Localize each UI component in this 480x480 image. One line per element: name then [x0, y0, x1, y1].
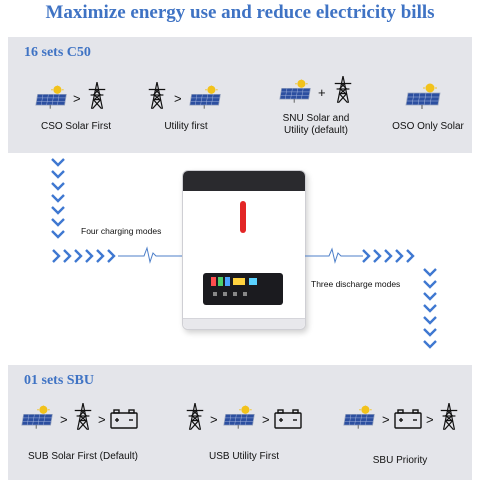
power-tower-icon [72, 402, 94, 430]
greater-than-symbol: > [98, 412, 106, 427]
mode-oso-only-solar: OSO Only Solar [392, 121, 464, 132]
power-tower-icon [86, 81, 108, 109]
battery-icon [394, 409, 422, 429]
inverter-display-screen [203, 273, 283, 305]
chevron-down-icon [423, 268, 437, 349]
battery-icon [274, 409, 302, 429]
power-tower-icon [332, 75, 354, 103]
mode-sub-solar-first: SUB Solar First (Default) [27, 451, 139, 462]
charging-signal-line [118, 246, 182, 264]
mode-usb-utility-first: USB Utility First [209, 451, 279, 462]
battery-icon [110, 409, 138, 429]
page-title: Maximize energy use and reduce electrici… [45, 2, 435, 23]
charging-panel-label: 16 sets C50 [24, 45, 91, 60]
display-readout [211, 277, 257, 296]
greater-than-symbol: > [382, 412, 390, 427]
discharge-down-arrows [422, 268, 438, 357]
greater-than-symbol: > [60, 412, 68, 427]
solar-panel-icon [278, 79, 314, 103]
mode-snu-solar-and-utility: SNU Solar and Utility (default) [282, 113, 350, 136]
mode-sbu-priority: SBU Priority [372, 455, 428, 466]
inverter-top-cover [183, 171, 305, 191]
discharge-signal-line [305, 247, 363, 264]
inverter-base [183, 318, 305, 329]
charging-modes-panel: 16 sets C50 > CSO Solar First > Utility … [8, 37, 472, 153]
solar-panel-icon [342, 405, 378, 429]
solar-panel-icon [188, 85, 224, 109]
mode-utility-first: Utility first [164, 121, 208, 132]
plus-symbol: + [318, 85, 326, 100]
solar-panel-icon [404, 83, 444, 109]
greater-than-symbol: > [262, 412, 270, 427]
solar-panel-icon [34, 85, 70, 109]
charging-right-arrows [52, 249, 116, 263]
discharge-right-arrows [362, 249, 415, 263]
discharge-modes-panel: 01 sets SBU > > SUB Solar First (Default… [8, 365, 472, 480]
greater-than-symbol: > [426, 412, 434, 427]
mode-cso-solar-first: CSO Solar First [40, 121, 111, 132]
charging-flow-label: Four charging modes [81, 226, 162, 236]
discharge-panel-label: 01 sets SBU [24, 373, 95, 388]
greater-than-symbol: > [174, 91, 182, 106]
inverter-led-indicator [240, 201, 246, 233]
chevron-down-icon [51, 158, 65, 239]
power-tower-icon [438, 402, 460, 430]
solar-panel-icon [20, 405, 56, 429]
power-tower-icon [146, 81, 168, 109]
greater-than-symbol: > [73, 91, 81, 106]
solar-panel-icon [222, 405, 258, 429]
power-tower-icon [184, 402, 206, 430]
discharge-flow-label: Three discharge modes [311, 279, 401, 289]
hybrid-inverter-illustration [182, 170, 306, 330]
charging-down-arrows [50, 158, 66, 248]
greater-than-symbol: > [210, 412, 218, 427]
